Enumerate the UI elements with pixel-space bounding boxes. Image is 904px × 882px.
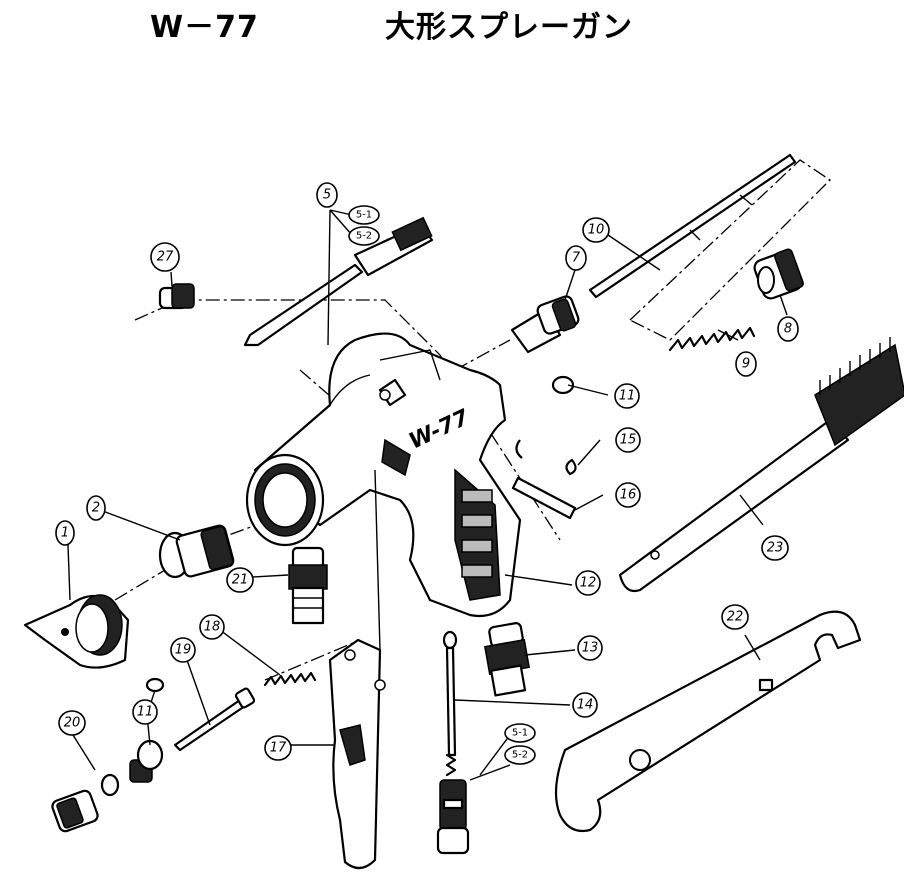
- callout-5-1b: 5-1: [504, 723, 536, 743]
- callout-14: 14: [572, 692, 598, 718]
- part-12-gun-body: W-77: [245, 332, 522, 618]
- part-17-trigger: [328, 469, 386, 870]
- callout-12: 12: [575, 570, 601, 596]
- callout-18: 18: [199, 614, 225, 640]
- callout-11a: 11: [614, 383, 640, 409]
- callout-13: 13: [577, 635, 603, 661]
- svg-text:8: 8: [784, 322, 792, 337]
- callout-16: 16: [615, 482, 641, 508]
- part-8-knob: [753, 248, 804, 300]
- callout-7: 7: [565, 245, 587, 271]
- part-22-wrench: [554, 610, 862, 833]
- product-name: 大形スプレーガン: [385, 10, 633, 45]
- model-number: W－77: [150, 10, 259, 45]
- callout-5-2a: 5-2: [348, 226, 380, 246]
- callout-15: 15: [615, 427, 641, 453]
- callout-17: 17: [264, 735, 292, 761]
- callout-5: 5: [316, 182, 338, 208]
- callout-10: 10: [582, 217, 610, 243]
- part-18-spring: [263, 671, 317, 687]
- part-27-plug: [158, 283, 195, 310]
- callout-9: 9: [735, 351, 757, 377]
- callout-5-2b: 5-2: [504, 745, 536, 765]
- svg-text:11: 11: [619, 389, 636, 404]
- svg-text:21: 21: [232, 573, 249, 588]
- callout-23: 23: [761, 535, 789, 561]
- part-19-needle: [173, 687, 256, 752]
- svg-text:2: 2: [92, 501, 100, 516]
- part-21-fitting: [288, 546, 328, 625]
- svg-text:1: 1: [61, 526, 69, 541]
- part-13-fitting: [484, 622, 530, 697]
- callout-21: 21: [226, 567, 254, 593]
- part-7-valve: [510, 295, 580, 354]
- svg-text:18: 18: [204, 620, 221, 635]
- callout-11b: 11: [132, 699, 158, 725]
- svg-text:20: 20: [64, 716, 81, 731]
- callout-8: 8: [777, 316, 799, 342]
- svg-text:5: 5: [323, 188, 331, 203]
- callout-19: 19: [170, 637, 196, 663]
- svg-text:17: 17: [270, 741, 287, 756]
- svg-text:5-1: 5-1: [356, 210, 372, 221]
- part-11-ring: [551, 375, 575, 395]
- callout-20: 20: [58, 710, 86, 736]
- svg-text:9: 9: [742, 357, 750, 372]
- svg-text:23: 23: [767, 541, 784, 556]
- callout-2: 2: [86, 495, 106, 521]
- svg-text:14: 14: [577, 698, 594, 713]
- svg-text:13: 13: [582, 641, 599, 656]
- svg-text:10: 10: [588, 223, 605, 238]
- part-1-air-cap: [23, 594, 130, 669]
- part-10-rod: [588, 153, 797, 299]
- callout-1: 1: [55, 520, 75, 546]
- svg-text:12: 12: [580, 576, 597, 591]
- callout-22: 22: [721, 604, 749, 630]
- callout-27: 27: [150, 242, 180, 272]
- svg-text:22: 22: [727, 610, 744, 625]
- callout-5-1a: 5-1: [348, 205, 380, 225]
- part-5-needle: [243, 216, 434, 347]
- svg-text:11: 11: [137, 705, 154, 720]
- svg-text:5-2: 5-2: [356, 231, 372, 242]
- part-9-spring: [668, 326, 756, 352]
- part-14-needle: [436, 630, 470, 855]
- part-2-nozzle: [158, 524, 235, 579]
- svg-text:7: 7: [572, 251, 581, 266]
- part-20-valve-set: [51, 677, 165, 833]
- svg-text:16: 16: [620, 488, 637, 503]
- svg-text:19: 19: [175, 643, 192, 658]
- part-23-brush: [618, 337, 904, 593]
- svg-text:27: 27: [157, 250, 174, 265]
- part-16-pin: [511, 439, 577, 520]
- svg-text:5-2: 5-2: [512, 750, 528, 761]
- svg-text:15: 15: [620, 433, 637, 448]
- svg-text:5-1: 5-1: [512, 728, 528, 739]
